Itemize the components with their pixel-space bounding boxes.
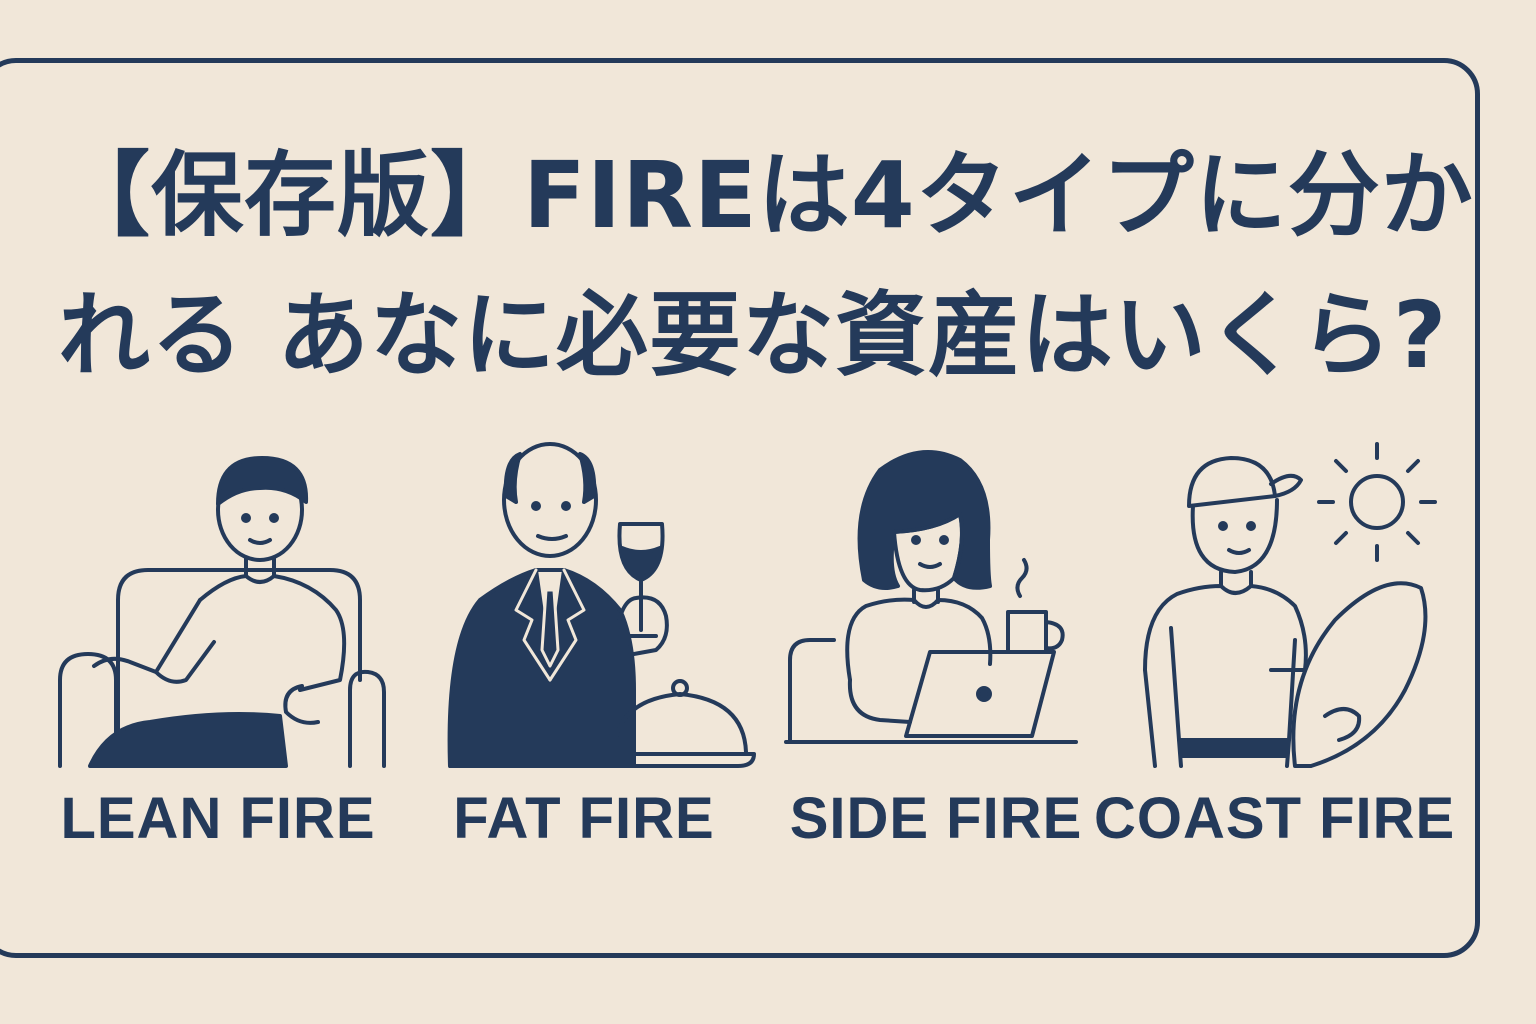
- type-label-lean-fire: LEAN FIRE: [60, 786, 376, 851]
- woman-with-laptop-and-coffee-icon: [770, 440, 1110, 780]
- card-frame: [0, 58, 1480, 958]
- man-in-suit-with-wine-icon: [420, 440, 760, 780]
- man-in-armchair-icon: [50, 440, 390, 780]
- page-title-line-2: れる あなに必要な資産はいくら?: [58, 282, 1448, 389]
- type-label-side-fire: SIDE FIRE: [789, 786, 1083, 851]
- type-label-coast-fire: COAST FIRE: [1094, 786, 1456, 851]
- type-label-fat-fire: FAT FIRE: [453, 786, 715, 851]
- man-with-surfboard-and-sun-icon: [1105, 440, 1445, 780]
- page-title-line-1: 【保存版】FIREは4タイプに分か: [58, 142, 1474, 249]
